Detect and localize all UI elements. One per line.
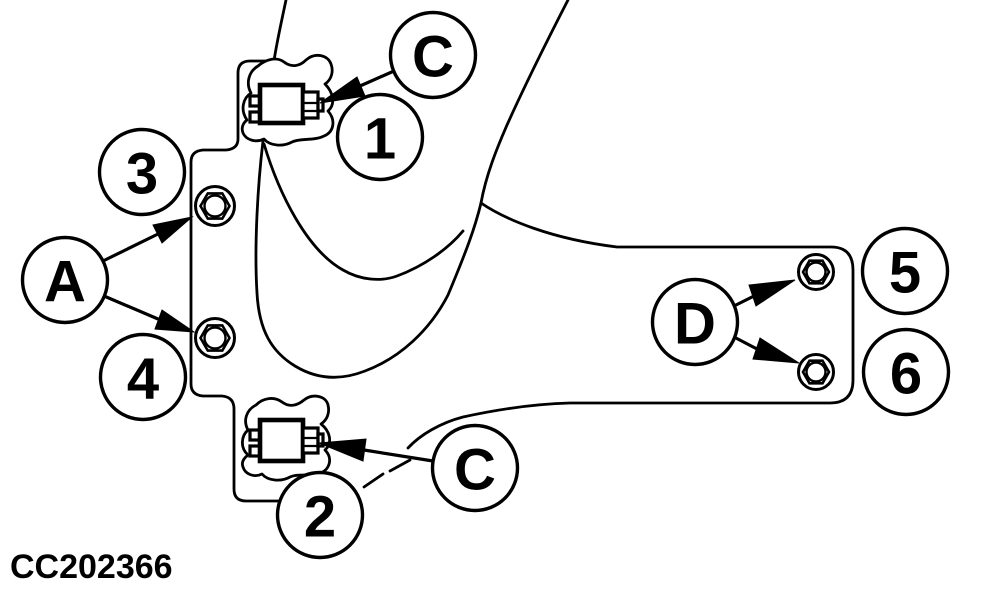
callout-5: 5 bbox=[860, 226, 950, 316]
callout-c-lower: C bbox=[430, 423, 520, 513]
upper-left-hex-nut bbox=[194, 185, 236, 227]
lower-bolt-head bbox=[257, 417, 306, 464]
upper-bolt-washer bbox=[301, 90, 320, 120]
lower-bolt-tip bbox=[316, 432, 325, 448]
mounting-plate-outline bbox=[189, 59, 283, 503]
callout-a: A bbox=[20, 235, 110, 325]
lower-bolt-assembly bbox=[240, 394, 332, 482]
callout-1-label: 1 bbox=[364, 107, 396, 172]
callout-1: 1 bbox=[335, 92, 425, 182]
callout-c-lower-label: C bbox=[454, 438, 496, 503]
leader-arrows bbox=[101, 69, 800, 463]
leader-arrow-d-upper bbox=[732, 279, 796, 308]
leader-arrow-c-upper bbox=[319, 69, 396, 104]
upper-right-hex-nut bbox=[797, 253, 835, 291]
callout-5-label: 5 bbox=[889, 241, 921, 306]
callout-6-label: 6 bbox=[890, 342, 922, 407]
upper-bolt-tip bbox=[316, 97, 325, 113]
leader-arrow-c-lower bbox=[318, 438, 435, 463]
leader-arrow-a-upper bbox=[101, 216, 194, 263]
upper-bolt-head bbox=[257, 82, 306, 126]
machine-part-outline bbox=[189, 0, 855, 503]
leader-arrow-a-lower bbox=[102, 294, 196, 333]
callout-3-label: 3 bbox=[126, 142, 158, 207]
upper-bolt-washer-line bbox=[303, 101, 318, 113]
callout-3: 3 bbox=[97, 127, 187, 217]
callout-4: 4 bbox=[98, 332, 188, 422]
callout-6: 6 bbox=[861, 327, 951, 417]
callouts: C 1 3 A 4 2 C D bbox=[20, 10, 951, 560]
bracket-arm-outline bbox=[406, 201, 855, 450]
leader-arrow-d-lower bbox=[732, 335, 800, 364]
callout-c-upper: C bbox=[388, 10, 478, 100]
lower-right-hex-nut bbox=[797, 353, 835, 391]
lower-bolt-washer bbox=[301, 426, 320, 455]
upper-bolt-assembly bbox=[240, 53, 335, 147]
arm-edge-dash-2 bbox=[362, 472, 385, 489]
callout-c-upper-label: C bbox=[412, 25, 454, 90]
lower-left-hex-nut bbox=[194, 317, 236, 359]
arm-edge-dash-1 bbox=[388, 458, 412, 473]
callout-2-label: 2 bbox=[304, 485, 336, 550]
figure-caption: CC202366 bbox=[10, 548, 173, 586]
callout-d: D bbox=[650, 277, 740, 367]
lower-bolt-washer-line bbox=[303, 436, 318, 448]
callout-d-label: D bbox=[674, 292, 716, 357]
housing-bell-outline bbox=[254, 139, 483, 379]
callout-4-label: 4 bbox=[127, 347, 159, 412]
housing-top-right-line bbox=[479, 0, 570, 205]
callout-a-label: A bbox=[44, 250, 86, 315]
callout-2: 2 bbox=[275, 470, 365, 560]
housing-bell-inner-arc bbox=[262, 142, 465, 281]
